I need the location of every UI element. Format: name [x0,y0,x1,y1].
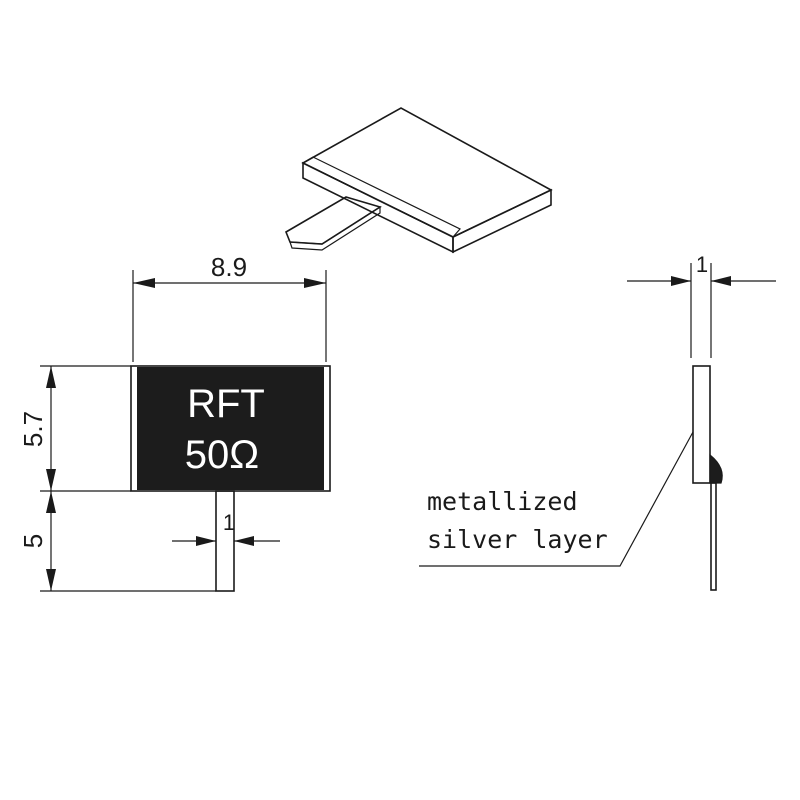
isometric-view: RFT 50Ω [285,107,553,254]
lead-length-label: 5 [18,534,48,548]
width-dimension-label: 8.9 [211,252,247,282]
side-body [692,365,711,484]
side-silver-layer [709,453,723,484]
side-lead [710,482,717,591]
front-view: 8.9 RFT 50Ω 1 5.7 5 [18,252,331,592]
lead-width-label: 1 [223,510,235,535]
front-marking-line1: RFT [187,382,265,426]
iso-lead-side [289,205,381,251]
annotation-leader [419,431,694,567]
side-view: 1 metallized silver layer [419,252,776,591]
front-lead [215,490,235,592]
annotation-line1: metallized [427,487,578,516]
body-height-label: 5.7 [18,411,48,447]
thickness-label: 1 [696,252,708,277]
front-body [137,367,324,490]
annotation-line2: silver layer [427,525,608,554]
iso-body-edge [301,156,461,238]
iso-body-front-side [452,188,552,254]
front-marking-line2: 50Ω [185,433,259,477]
